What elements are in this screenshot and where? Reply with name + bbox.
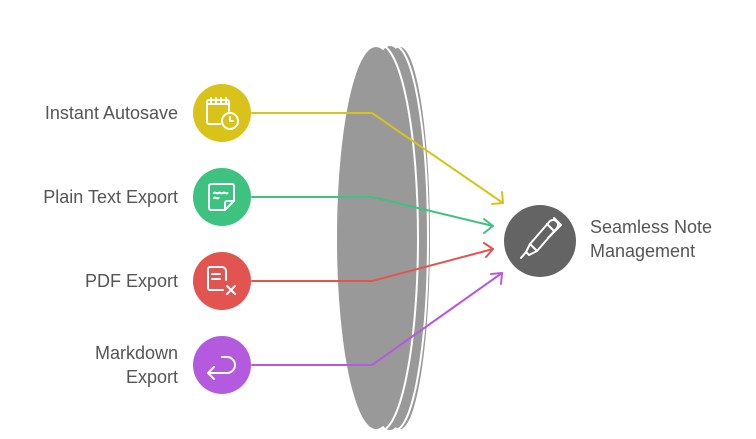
connector-instant-autosave [251, 112, 504, 205]
label-text: Instant Autosave [44, 103, 178, 123]
pen-icon [520, 217, 562, 259]
calendar-clock-icon [206, 97, 239, 130]
label-markdown-export: Markdown Export [95, 341, 178, 389]
label-text: PDF Export [84, 271, 178, 291]
arrowhead [491, 191, 504, 205]
node-markdown-export[interactable] [193, 336, 251, 394]
connector-markdown-export [251, 272, 503, 366]
node-plain-text-export[interactable] [193, 168, 251, 226]
return-arrow-icon [207, 356, 236, 380]
label-seamless-note-management: Seamless Note Management [590, 215, 712, 263]
label-line: Markdown [94, 343, 178, 363]
arrowhead [483, 218, 494, 234]
label-line: Seamless Note [590, 217, 713, 237]
connector-pdf-export [251, 242, 494, 282]
label-instant-autosave: Instant Autosave [45, 101, 178, 125]
arrowhead [483, 242, 494, 258]
sticky-note-icon [208, 183, 235, 211]
connectors [251, 112, 504, 366]
document-x-icon [207, 266, 236, 295]
lens-front-layer [337, 47, 415, 429]
label-text: Plain Text Export [43, 187, 178, 207]
node-pdf-export[interactable] [193, 252, 251, 310]
label-line: Export [125, 367, 178, 387]
node-instant-autosave[interactable] [193, 84, 251, 142]
node-seamless-note-management[interactable] [504, 205, 576, 277]
label-plain-text-export: Plain Text Export [43, 185, 178, 209]
connector-plain-text-export [251, 196, 494, 234]
arrowhead [490, 272, 503, 285]
label-line: Management [590, 241, 696, 261]
lens [337, 44, 430, 432]
label-pdf-export: PDF Export [85, 269, 178, 293]
